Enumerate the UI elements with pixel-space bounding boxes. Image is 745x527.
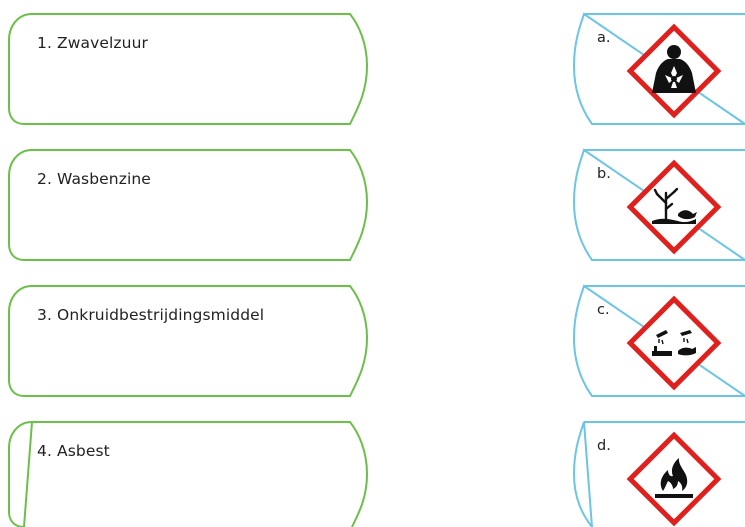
substance-card-3[interactable] <box>8 285 369 397</box>
pictogram-letter-b: b. <box>597 166 611 182</box>
corrosive-icon <box>626 295 722 391</box>
flammable-icon <box>626 431 722 527</box>
pictogram-card-d[interactable] <box>572 421 745 527</box>
pictogram-card-c[interactable] <box>572 284 745 397</box>
pictogram-letter-d: d. <box>597 438 611 454</box>
pictogram-letter-a: a. <box>597 30 611 46</box>
environment-hazard-icon <box>626 159 722 255</box>
substance-label-3: 3. Onkruidbestrijdingsmiddel <box>37 306 265 324</box>
substance-label-2: 2. Wasbenzine <box>37 170 151 188</box>
substance-card-2[interactable] <box>8 149 369 261</box>
health-hazard-icon <box>626 23 722 119</box>
pictogram-card-b[interactable] <box>572 148 745 261</box>
substance-label-1: 1. Zwavelzuur <box>37 34 148 52</box>
substance-card-1[interactable] <box>8 13 369 125</box>
pictogram-letter-c: c. <box>597 302 610 318</box>
substance-label-4: 4. Asbest <box>37 442 110 460</box>
pictogram-card-a[interactable] <box>572 12 745 125</box>
substance-card-4[interactable] <box>8 420 369 527</box>
